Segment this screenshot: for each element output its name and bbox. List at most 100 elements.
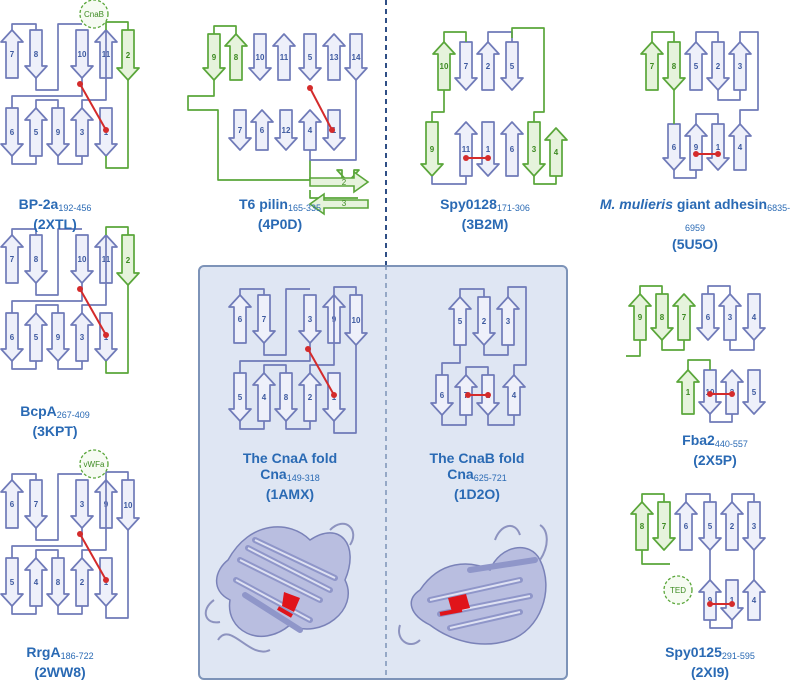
svg-text:3: 3 — [532, 145, 537, 154]
svg-text:7: 7 — [10, 50, 15, 59]
cnab-topology-strand-6: 6 — [430, 374, 454, 416]
svg-text:9: 9 — [56, 333, 61, 342]
svg-text:11: 11 — [462, 145, 471, 154]
spy0125-topology-strand-4: 4 — [742, 579, 766, 621]
spy0128-topology-strand-3: 3 — [522, 121, 546, 177]
svg-text:6: 6 — [706, 313, 711, 322]
bcpa-topology-strand-2: 2 — [116, 234, 140, 286]
svg-text:1: 1 — [716, 143, 721, 152]
svg-text:4: 4 — [34, 578, 39, 587]
t6-topology-strand-8: 8 — [224, 33, 248, 81]
svg-text:6: 6 — [10, 500, 15, 509]
fba2-topology-strand-4: 4 — [742, 293, 766, 341]
t6-topology-strand-9: 9 — [202, 33, 226, 81]
bcpa-topology-strand-6: 6 — [0, 312, 24, 362]
caption-spy0128: Spy0128171-306 (3B2M) — [440, 196, 530, 232]
svg-text:5: 5 — [752, 388, 757, 397]
spy0128-topology-strand-7: 7 — [454, 41, 478, 91]
svg-text:10: 10 — [78, 255, 87, 264]
svg-text:13: 13 — [330, 53, 339, 62]
cnaa-topology-strand-7: 7 — [252, 294, 276, 344]
svg-text:3: 3 — [80, 500, 85, 509]
cnab-ribbon-structure — [398, 524, 548, 645]
svg-text:6: 6 — [510, 145, 515, 154]
svg-text:10: 10 — [440, 62, 449, 71]
svg-text:12: 12 — [282, 126, 291, 135]
svg-text:1: 1 — [730, 596, 735, 605]
caption-bp2a: BP-2a192-456 (2XTL) — [18, 196, 92, 232]
spy0125-topology-strand-3: 3 — [742, 501, 766, 551]
t6-topology-strand-2: 2 — [309, 170, 370, 194]
svg-text:2: 2 — [716, 62, 721, 71]
svg-text:2: 2 — [342, 178, 347, 187]
bp2a-topology-cnab-bubble: CnaB — [79, 0, 109, 29]
svg-text:9: 9 — [708, 596, 713, 605]
t6-topology: 9810115131476124123 — [187, 25, 370, 216]
cnab-topology-strand-3: 3 — [496, 296, 520, 346]
bp2a-topology-strand-5: 5 — [24, 107, 48, 157]
cnaa-topology-strand-10: 10 — [344, 294, 368, 346]
mmul-topology-strand-1: 1 — [706, 123, 730, 171]
svg-text:2: 2 — [126, 51, 131, 60]
svg-text:5: 5 — [458, 317, 463, 326]
bcpa-topology-strand-3: 3 — [70, 312, 94, 362]
svg-text:4: 4 — [554, 148, 559, 157]
fba2-topology-strand-8: 8 — [650, 293, 674, 341]
svg-text:3: 3 — [308, 315, 313, 324]
t6-topology-strand-13: 13 — [322, 33, 346, 81]
svg-text:1: 1 — [486, 145, 491, 154]
t6-topology-strand-3: 3 — [308, 192, 369, 216]
bcpa-topology-strand-9: 9 — [46, 312, 70, 362]
svg-text:5: 5 — [308, 53, 313, 62]
t6-topology-strand-6: 6 — [250, 109, 274, 151]
caption-m-mulieris: M. mulieris giant adhesin6835-6959 (5U5O… — [599, 196, 791, 252]
bp2a-topology: 781011265931CnaB — [0, 0, 140, 169]
t6-topology-strand-7: 7 — [228, 109, 252, 151]
svg-text:4: 4 — [752, 313, 757, 322]
fba2-topology-strand-9: 9 — [628, 293, 652, 341]
svg-text:4: 4 — [308, 126, 313, 135]
t6-topology-strand-12: 12 — [274, 109, 298, 151]
svg-text:7: 7 — [662, 522, 667, 531]
bp2a-topology-strand-2: 2 — [116, 29, 140, 81]
cnaa-ribbon-structure — [204, 522, 355, 653]
svg-text:10: 10 — [78, 50, 87, 59]
svg-text:14: 14 — [352, 53, 361, 62]
spy0125-topology-ted-bubble: TED — [663, 575, 693, 605]
spy0128-topology-strand-4: 4 — [544, 127, 568, 177]
fba2-topology-strand-3: 3 — [718, 293, 742, 341]
svg-text:9: 9 — [430, 145, 435, 154]
rrga-topology-strand-4: 4 — [24, 557, 48, 607]
svg-text:2: 2 — [482, 317, 487, 326]
svg-text:5: 5 — [10, 578, 15, 587]
mmul-topology-strand-8: 8 — [662, 41, 686, 91]
svg-text:2: 2 — [486, 62, 491, 71]
cnaa-topology-strand-8: 8 — [274, 372, 298, 422]
svg-text:8: 8 — [34, 50, 39, 59]
svg-text:5: 5 — [510, 62, 515, 71]
spy0125-topology-strand-1: 1 — [720, 579, 744, 621]
rrga-topology-strand-6: 6 — [0, 479, 24, 529]
svg-text:9: 9 — [638, 313, 643, 322]
spy0128-topology-strand-9: 9 — [420, 121, 444, 177]
svg-text:2: 2 — [730, 522, 735, 531]
rrga-topology-strand-8: 8 — [46, 557, 70, 607]
spy0125-topology-strand-7: 7 — [652, 501, 676, 551]
svg-text:7: 7 — [262, 315, 267, 324]
caption-spy0125: Spy0125291-595 (2XI9) — [665, 644, 755, 680]
fba2-topology-strand-7: 7 — [672, 293, 696, 341]
bp2a-topology-strand-8: 8 — [24, 29, 48, 79]
spy0125-topology-strand-5: 5 — [698, 501, 722, 551]
bcpa-topology-strand-8: 8 — [24, 234, 48, 284]
svg-text:7: 7 — [464, 62, 469, 71]
svg-text:3: 3 — [728, 313, 733, 322]
svg-text:3: 3 — [342, 199, 347, 208]
svg-text:CnaB: CnaB — [84, 10, 104, 19]
bcpa-topology-strand-10: 10 — [70, 234, 94, 284]
svg-text:7: 7 — [10, 255, 15, 264]
cnab-topology: 5236714 — [430, 286, 527, 426]
mmul-topology-strand-3: 3 — [728, 41, 752, 91]
bp2a-topology-strand-7: 7 — [0, 29, 24, 79]
